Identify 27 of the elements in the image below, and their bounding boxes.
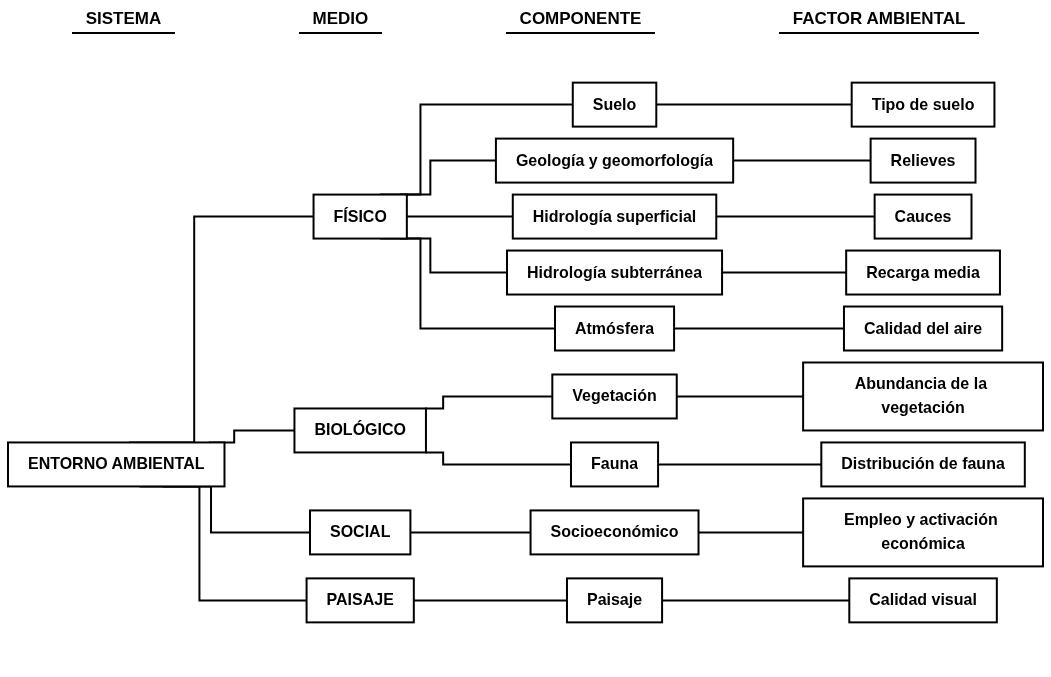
node-box: Distribución de fauna: [820, 441, 1026, 488]
node-box: Socioeconómico: [529, 509, 700, 556]
node-box: Paisaje: [566, 577, 664, 624]
column-heading: FACTOR AMBIENTAL: [778, 9, 980, 34]
node-box: Recarga media: [845, 249, 1001, 296]
node-box: Fauna: [570, 441, 660, 488]
node-box: Relieves: [869, 137, 977, 184]
node-box: FÍSICO: [312, 193, 408, 240]
node-box: Cauces: [873, 193, 973, 240]
column-heading: COMPONENTE: [505, 9, 656, 34]
node-box: Tipo de suelo: [850, 81, 996, 128]
node-box: Calidad visual: [848, 577, 998, 624]
node-box: SOCIAL: [309, 509, 412, 556]
node-box: ENTORNO AMBIENTAL: [7, 441, 226, 488]
node-box: Atmósfera: [554, 305, 676, 352]
node-box: Empleo y activación económica: [802, 497, 1044, 568]
node-box: Abundancia de la vegetación: [802, 361, 1044, 432]
node-box: Hidrología superficial: [511, 193, 718, 240]
column-heading: MEDIO: [298, 9, 383, 34]
node-box: Vegetación: [551, 373, 678, 420]
node-box: Calidad del aire: [842, 305, 1004, 352]
node-box: PAISAJE: [305, 577, 415, 624]
column-heading: SISTEMA: [71, 9, 176, 34]
node-box: BIOLÓGICO: [293, 407, 427, 454]
node-box: Geología y geomorfología: [494, 137, 735, 184]
node-box: Suelo: [571, 81, 658, 128]
node-box: Hidrología subterránea: [506, 249, 724, 296]
